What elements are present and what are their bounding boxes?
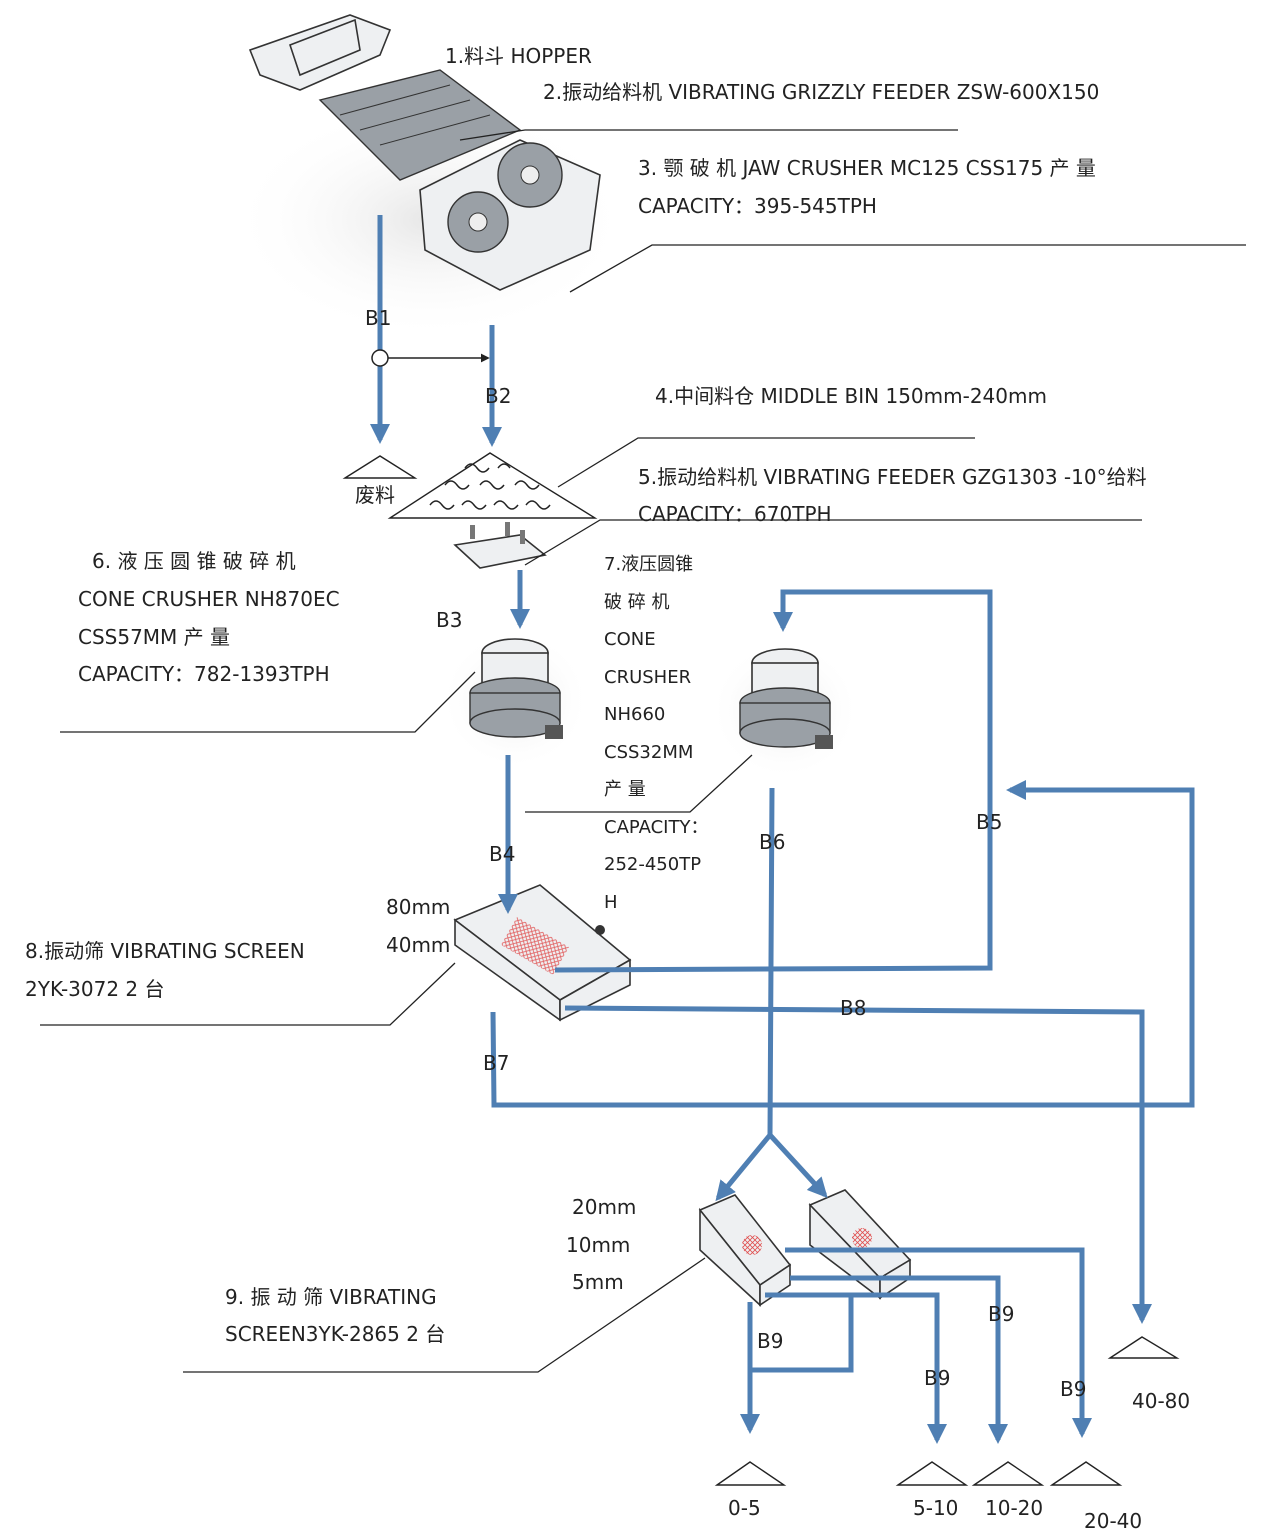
leader-feeder2 [524, 519, 1142, 566]
belt-label-b1: B1 [365, 306, 391, 330]
belt-b9-20-40-line [785, 1247, 1092, 1438]
output-label-40-80: 40-80 [1132, 1389, 1190, 1413]
leader-feeder [459, 129, 958, 141]
label-screen2-line2: SCREEN3YK-2865 2 台 [225, 1322, 445, 1346]
leader-jaw [569, 244, 1246, 293]
pile-20-40 [1049, 1461, 1123, 1486]
belt-b6-branch [768, 1133, 828, 1198]
belt-label-b3: B3 [436, 608, 462, 632]
belt-label-b2: B2 [485, 384, 511, 408]
vibrating-feeder-illustration [453, 522, 547, 569]
label-cone2-line7: 产 量 [604, 779, 646, 800]
label-deck2-mid: 10mm [566, 1233, 630, 1257]
label-jaw-line2: CAPACITY：395-545TPH [638, 194, 877, 218]
belt-labels: B1 B2 B3 B4 B5 B6 B7 B8 B9 B9 B9 B9 [365, 306, 1086, 1401]
hopper-inner [288, 18, 361, 77]
leader-screen1 [40, 962, 456, 1026]
label-deck1-bottom: 40mm [386, 933, 450, 957]
belt-label-b6: B6 [759, 830, 785, 854]
belt-b8-line [564, 1005, 1152, 1324]
label-deck1-top: 80mm [386, 895, 450, 919]
label-feeder-line1: 5.振动给料机 VIBRATING FEEDER GZG1303 -10°给料 [638, 465, 1147, 489]
label-cone1-line4: CAPACITY：782-1393TPH [78, 662, 330, 686]
leader-cone2 [525, 754, 753, 813]
flow-lines [370, 215, 1195, 1444]
label-screen1-line1: 8.振动筛 VIBRATING SCREEN [25, 939, 305, 963]
belt-label-b7: B7 [483, 1051, 509, 1075]
label-cone2-line5: NH660 [604, 704, 665, 725]
cone-crusher-1-illustration [440, 630, 590, 770]
label-feeder-line2: CAPACITY：670TPH [638, 502, 832, 526]
vibrating-screen-2-illustration [698, 1189, 912, 1307]
belt-b5-line [554, 589, 993, 973]
belt-b9-fines-join [750, 1295, 854, 1373]
label-cone2: 7.液压圆锥 破 碎 机 CONE CRUSHER NH660 CSS32MM … [604, 554, 708, 913]
belt-label-b9-b: B9 [924, 1366, 950, 1390]
output-label-10-20: 10-20 [985, 1496, 1043, 1520]
middle-bin-illustration [387, 452, 598, 519]
label-cone2-line10: H [604, 892, 618, 913]
label-cone1-line3: CSS57MM 产 量 [78, 625, 230, 649]
leader-screen2 [183, 1257, 706, 1373]
belt-b9-5-10-line [765, 1292, 947, 1444]
label-waste: 废料 [355, 483, 395, 507]
waste-pile [342, 455, 418, 479]
label-screen2-line1: 9. 振 动 筛 VIBRATING [225, 1285, 437, 1309]
label-cone2-line3: CONE [604, 629, 656, 650]
equipment-labels: 1.料斗 HOPPER 2.振动给料机 VIBRATING GRIZZLY FE… [25, 44, 1147, 1346]
belt-b9-10-20-line [790, 1275, 1008, 1444]
label-cone2-line9: 252-450TP [604, 854, 701, 875]
belt-b7-line [490, 780, 1195, 1108]
output-label-0-5: 0-5 [728, 1496, 761, 1520]
belt-label-b8: B8 [840, 996, 866, 1020]
leader-lines [40, 129, 1246, 1373]
hopper-feeder-jaw-illustration [230, 14, 630, 340]
bypass-junction [371, 349, 490, 367]
output-label-20-40: 20-40 [1084, 1509, 1142, 1530]
leader-bin [557, 437, 975, 488]
label-cone2-line2: 破 碎 机 [604, 592, 669, 613]
label-deck2-bottom: 5mm [572, 1270, 624, 1294]
label-cone2-line4: CRUSHER [604, 667, 691, 688]
grizzly-feeder-shape [318, 69, 522, 181]
pile-10-20 [971, 1461, 1045, 1486]
pile-0-5 [714, 1461, 787, 1486]
label-grizzly-feeder: 2.振动给料机 VIBRATING GRIZZLY FEEDER ZSW-600… [543, 80, 1099, 104]
leader-cone1 [60, 671, 476, 733]
output-piles [342, 455, 1180, 1486]
belt-label-b9-c: B9 [988, 1302, 1014, 1326]
label-jaw-line1: 3. 颚 破 机 JAW CRUSHER MC125 CSS175 产 量 [638, 156, 1096, 180]
label-cone2-line8: CAPACITY： [604, 817, 708, 838]
belt-label-b5: B5 [976, 810, 1002, 834]
label-hopper: 1.料斗 HOPPER [445, 44, 592, 68]
output-label-5-10: 5-10 [913, 1496, 958, 1520]
label-cone2-line6: CSS32MM [604, 742, 693, 763]
label-middle-bin: 4.中间料仓 MIDDLE BIN 150mm-240mm [655, 384, 1047, 408]
cone-crusher-2-illustration [710, 640, 860, 780]
belt-label-b9-a: B9 [757, 1329, 783, 1353]
label-cone1-line1: 6. 液 压 圆 锥 破 碎 机 [92, 549, 296, 573]
label-cone1-line2: CONE CRUSHER NH870EC [78, 587, 340, 611]
pile-5-10 [895, 1461, 969, 1486]
belt-label-b9-d: B9 [1060, 1377, 1086, 1401]
label-cone2-line1: 7.液压圆锥 [604, 554, 693, 575]
label-deck2-top: 20mm [572, 1195, 636, 1219]
output-labels: 40-80 0-5 5-10 10-20 20-40 [728, 1389, 1190, 1530]
pile-40-80 [1107, 1336, 1180, 1359]
label-screen1-line2: 2YK-3072 2 台 [25, 977, 165, 1001]
belt-label-b4: B4 [489, 842, 515, 866]
